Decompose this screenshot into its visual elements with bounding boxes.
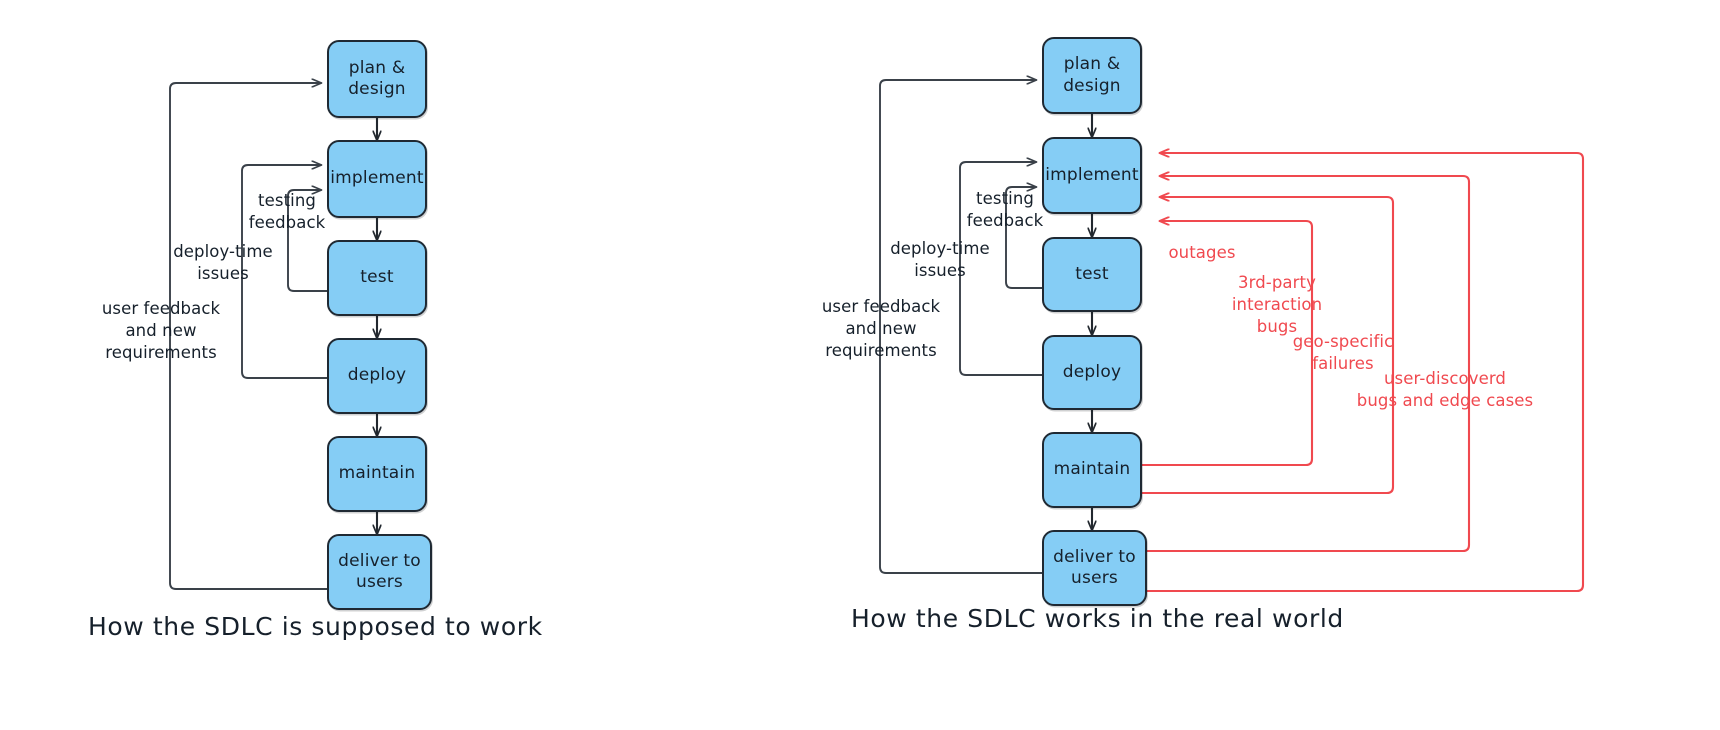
left-node-deploy-label: deploy bbox=[347, 365, 407, 386]
right-panel-caption: How the SDLC works in the real world bbox=[851, 604, 1344, 633]
left-label-testing-feedback: testing feedback bbox=[248, 191, 326, 232]
right-label-user-feedback: user feedback and new requirements bbox=[821, 297, 941, 360]
left-node-test-label: test bbox=[360, 267, 394, 288]
left-node-plan-design[interactable]: plan & design bbox=[327, 40, 427, 118]
left-label-user-feedback: user feedback and new requirements bbox=[101, 299, 221, 362]
left-node-test[interactable]: test bbox=[327, 240, 427, 316]
left-edge-testing-feedback bbox=[287, 190, 328, 292]
right-node-deploy-label: deploy bbox=[1062, 361, 1122, 382]
right-label-deploy-time-issues: deploy-time issues bbox=[890, 239, 990, 280]
right-node-maintain[interactable]: maintain bbox=[1042, 432, 1142, 508]
left-panel-caption: How the SDLC is supposed to work bbox=[88, 612, 543, 641]
right-label-testing-feedback: testing feedback bbox=[966, 189, 1044, 230]
right-edge-geo-specific-failures bbox=[1140, 176, 1471, 553]
left-node-deliver-to-users-label: deliver to users bbox=[338, 550, 421, 592]
right-node-implement-label: implement bbox=[1045, 164, 1139, 185]
right-node-maintain-label: maintain bbox=[1053, 459, 1131, 480]
right-node-implement[interactable]: implement bbox=[1042, 137, 1142, 214]
left-node-deploy[interactable]: deploy bbox=[327, 338, 427, 414]
right-edge-third-party-bugs bbox=[1140, 197, 1395, 495]
right-label-geo-specific-failures: geo-specific failures bbox=[1292, 332, 1394, 373]
right-edge-testing-feedback bbox=[1005, 187, 1043, 289]
left-node-maintain-label: maintain bbox=[338, 463, 416, 484]
left-node-implement-label: implement bbox=[330, 168, 424, 189]
right-edge-user-feedback bbox=[879, 80, 1043, 574]
left-edge-user-feedback bbox=[169, 83, 328, 590]
right-node-deliver-to-users-label: deliver to users bbox=[1053, 546, 1136, 588]
right-node-deliver-to-users[interactable]: deliver to users bbox=[1042, 530, 1147, 606]
left-edge-deploy-time-issues bbox=[241, 165, 328, 379]
left-node-deliver-to-users[interactable]: deliver to users bbox=[327, 534, 432, 610]
left-node-maintain[interactable]: maintain bbox=[327, 436, 427, 512]
right-label-outages: outages bbox=[1168, 243, 1236, 262]
left-node-implement[interactable]: implement bbox=[327, 140, 427, 218]
right-node-deploy[interactable]: deploy bbox=[1042, 335, 1142, 410]
left-label-deploy-time-issues: deploy-time issues bbox=[173, 242, 273, 283]
right-node-plan-design-label: plan & design bbox=[1063, 54, 1121, 96]
right-label-user-discovered-bugs: user-discoverd bugs and edge cases bbox=[1356, 369, 1534, 410]
left-node-plan-design-label: plan & design bbox=[348, 57, 406, 99]
right-node-test[interactable]: test bbox=[1042, 237, 1142, 312]
right-node-plan-design[interactable]: plan & design bbox=[1042, 37, 1142, 114]
right-node-test-label: test bbox=[1075, 263, 1109, 284]
right-edge-outages bbox=[1140, 221, 1314, 467]
right-edge-user-discovered-bugs bbox=[1090, 153, 1585, 593]
right-label-third-party-bugs: 3rd-party interaction bugs bbox=[1231, 273, 1323, 336]
right-edge-deploy-time-issues bbox=[959, 162, 1043, 376]
